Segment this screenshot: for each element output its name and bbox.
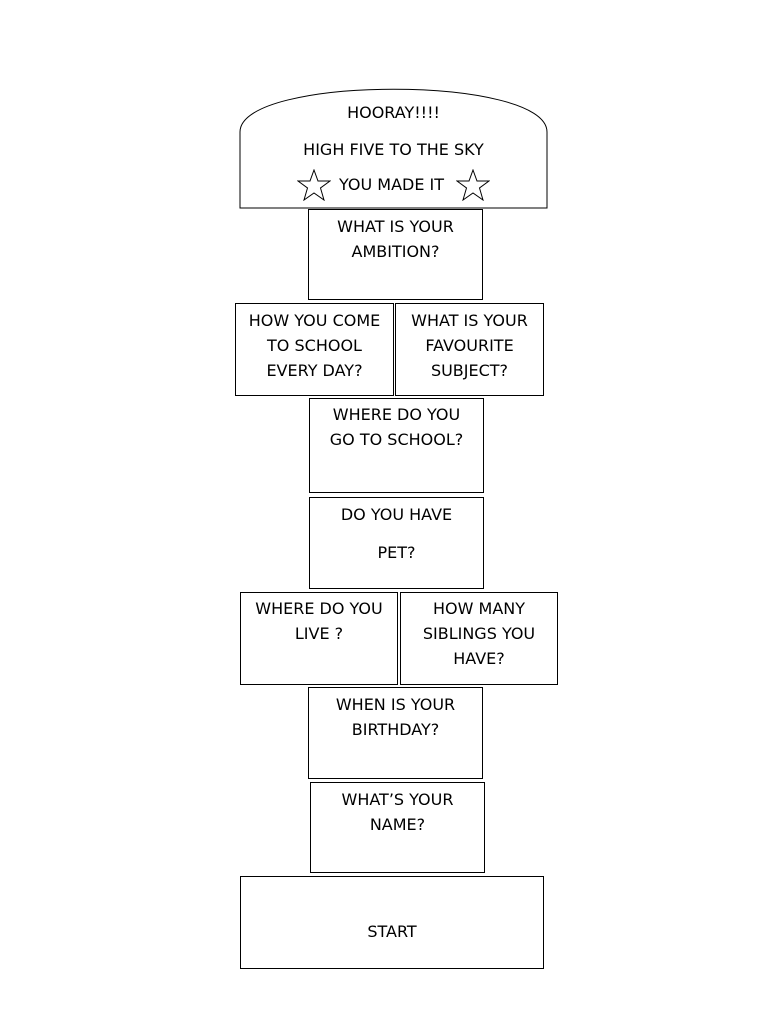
square-school-travel-text: HOW YOU COME TO SCHOOL EVERY DAY? <box>248 311 381 380</box>
square-name-text: WHAT’S YOUR NAME? <box>341 790 454 834</box>
square-ambition: WHAT IS YOUR AMBITION? <box>308 209 483 300</box>
star-icon <box>456 169 491 201</box>
finish-line-2: HIGH FIVE TO THE SKY <box>303 140 484 159</box>
square-pet-line-2: PET? <box>377 543 416 562</box>
square-siblings: HOW MANY SIBLINGS YOU HAVE? <box>400 592 558 685</box>
square-school-travel: HOW YOU COME TO SCHOOL EVERY DAY? <box>235 303 394 396</box>
square-school: WHERE DO YOU GO TO SCHOOL? <box>309 398 484 493</box>
start-label: START <box>367 922 417 941</box>
star-icon <box>296 169 331 201</box>
square-pet-line-1: DO YOU HAVE <box>340 505 453 524</box>
square-pet: DO YOU HAVE PET? <box>309 497 484 589</box>
square-siblings-text: HOW MANY SIBLINGS YOU HAVE? <box>422 599 536 668</box>
square-birthday-text: WHEN IS YOUR BIRTHDAY? <box>335 695 456 739</box>
square-birthday: WHEN IS YOUR BIRTHDAY? <box>308 687 483 779</box>
square-live-text: WHERE DO YOU LIVE ? <box>255 599 383 643</box>
square-live: WHERE DO YOU LIVE ? <box>240 592 398 685</box>
square-name: WHAT’S YOUR NAME? <box>310 782 485 873</box>
finish-line-3-row: YOU MADE IT <box>240 168 547 202</box>
square-favourite-subject: WHAT IS YOUR FAVOURITE SUBJECT? <box>395 303 544 396</box>
square-start: START <box>240 876 544 969</box>
finish-line-3: YOU MADE IT <box>338 175 445 194</box>
square-favourite-subject-text: WHAT IS YOUR FAVOURITE SUBJECT? <box>411 311 528 380</box>
finish-line-1: HOORAY!!!! <box>347 103 440 122</box>
square-school-text: WHERE DO YOU GO TO SCHOOL? <box>329 405 464 449</box>
square-ambition-text: WHAT IS YOUR AMBITION? <box>337 217 454 261</box>
